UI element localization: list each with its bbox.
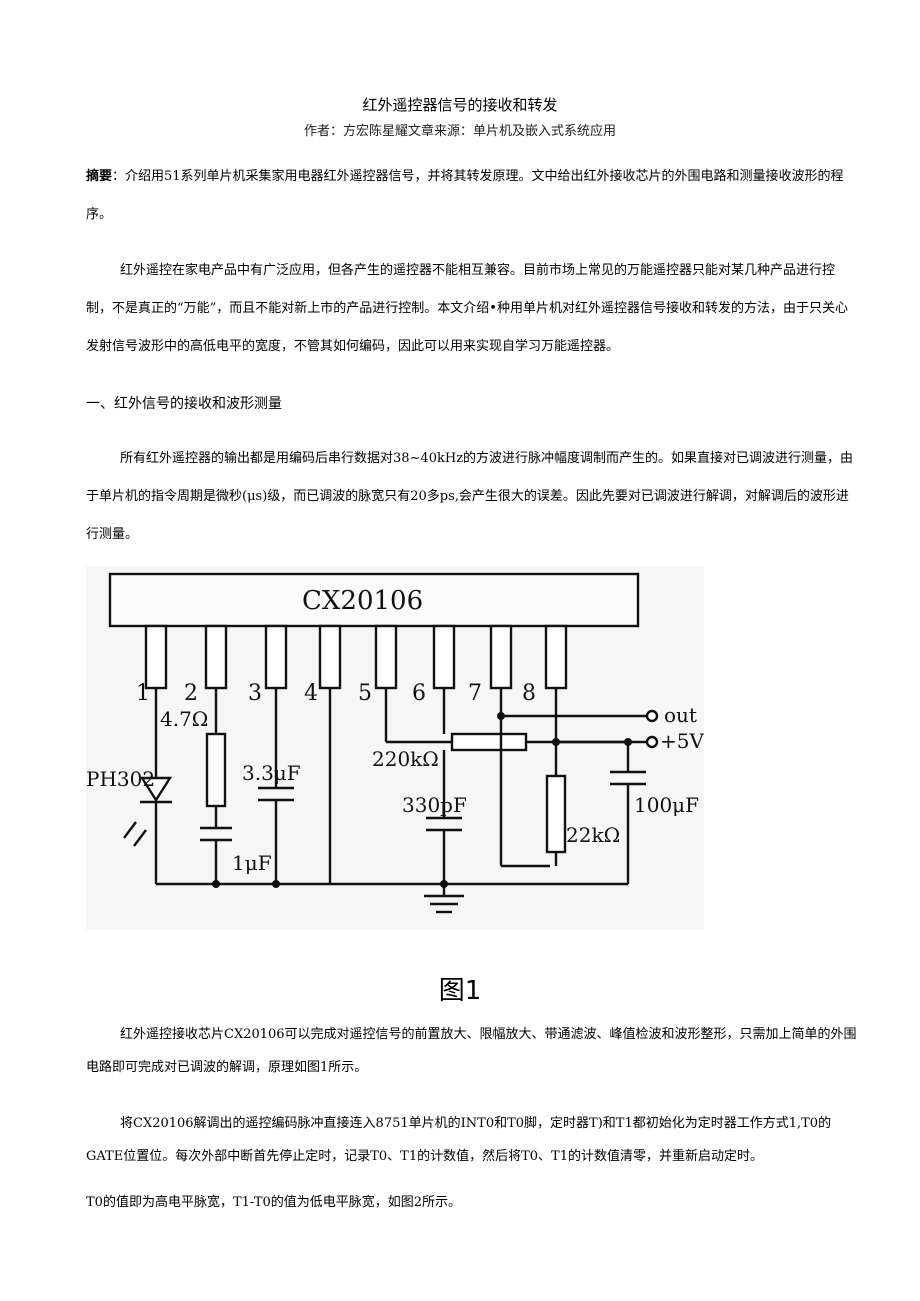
paragraph-after-figure-2: 将CX20106解调出的遥控编码脉冲直接连入8751单片机的INT0和T0脚，定… [86,1116,832,1164]
document-title: 红外遥控器信号的接收和转发 [362,96,558,114]
pin-label-2: 2 [184,681,198,706]
label-c-pin2: 1μF [232,851,272,875]
abstract-paragraph: 摘要：介绍用51系列单片机采集家用电器红外遥控器信号，并将其转发原理。文中给出红… [86,158,860,234]
label-r-pin7: 22kΩ [566,823,620,847]
pin-label-8: 8 [522,681,536,706]
label-c-pin6: 330pF [402,793,467,817]
circuit-figure: CX20106 1 2 3 4 5 6 7 8 4.7Ω 3.3μF PH302… [86,566,704,930]
label-c-pin3: 3.3μF [242,761,301,785]
figure-caption: 图1 [438,976,482,1006]
label-out: out [664,703,697,727]
label-c-supply: 100μF [634,793,699,817]
label-r-pin5: 220kΩ [372,747,439,771]
abstract-label: 摘要 [86,169,113,184]
chip-label: CX20106 [302,586,423,616]
pin-label-1: 1 [136,681,150,706]
document-byline: 作者：方宏陈星耀文章来源：单片机及嵌入式系统应用 [303,124,616,139]
circuit-diagram: CX20106 1 2 3 4 5 6 7 8 4.7Ω 3.3μF PH302… [86,572,704,914]
pin-label-7: 7 [468,681,482,706]
section-heading-1: 一、红外信号的接收和波形测量 [86,396,282,412]
label-photodiode: PH302 [86,767,155,791]
abstract-text: ：介绍用51系列单片机采集家用电器红外遥控器信号，并将其转发原理。文中给出红外接… [86,169,844,222]
pin-label-4: 4 [304,681,318,706]
label-r-pin2: 4.7Ω [160,707,208,731]
pin-label-6: 6 [412,681,426,706]
paragraph-after-figure-3: T0的值即为高电平脉宽，T1-T0的值为低电平脉宽，如图2所示。 [86,1195,462,1210]
pin-label-3: 3 [248,681,262,706]
paragraph-after-figure-1: 红外遥控接收芯片CX20106可以完成对遥控信号的前置放大、限幅放大、带通滤波、… [86,1027,857,1075]
label-vcc: +5V [660,729,704,753]
section1-paragraph: 所有红外遥控器的输出都是用编码后串行数据对38~40kHz的方波进行脉冲幅度调制… [86,451,854,542]
chip-body [108,572,640,628]
intro-paragraph: 红外遥控在家电产品中有广泛应用，但各产生的遥控器不能相互兼容。目前市场上常见的万… [86,263,848,354]
pin-label-5: 5 [358,681,372,706]
